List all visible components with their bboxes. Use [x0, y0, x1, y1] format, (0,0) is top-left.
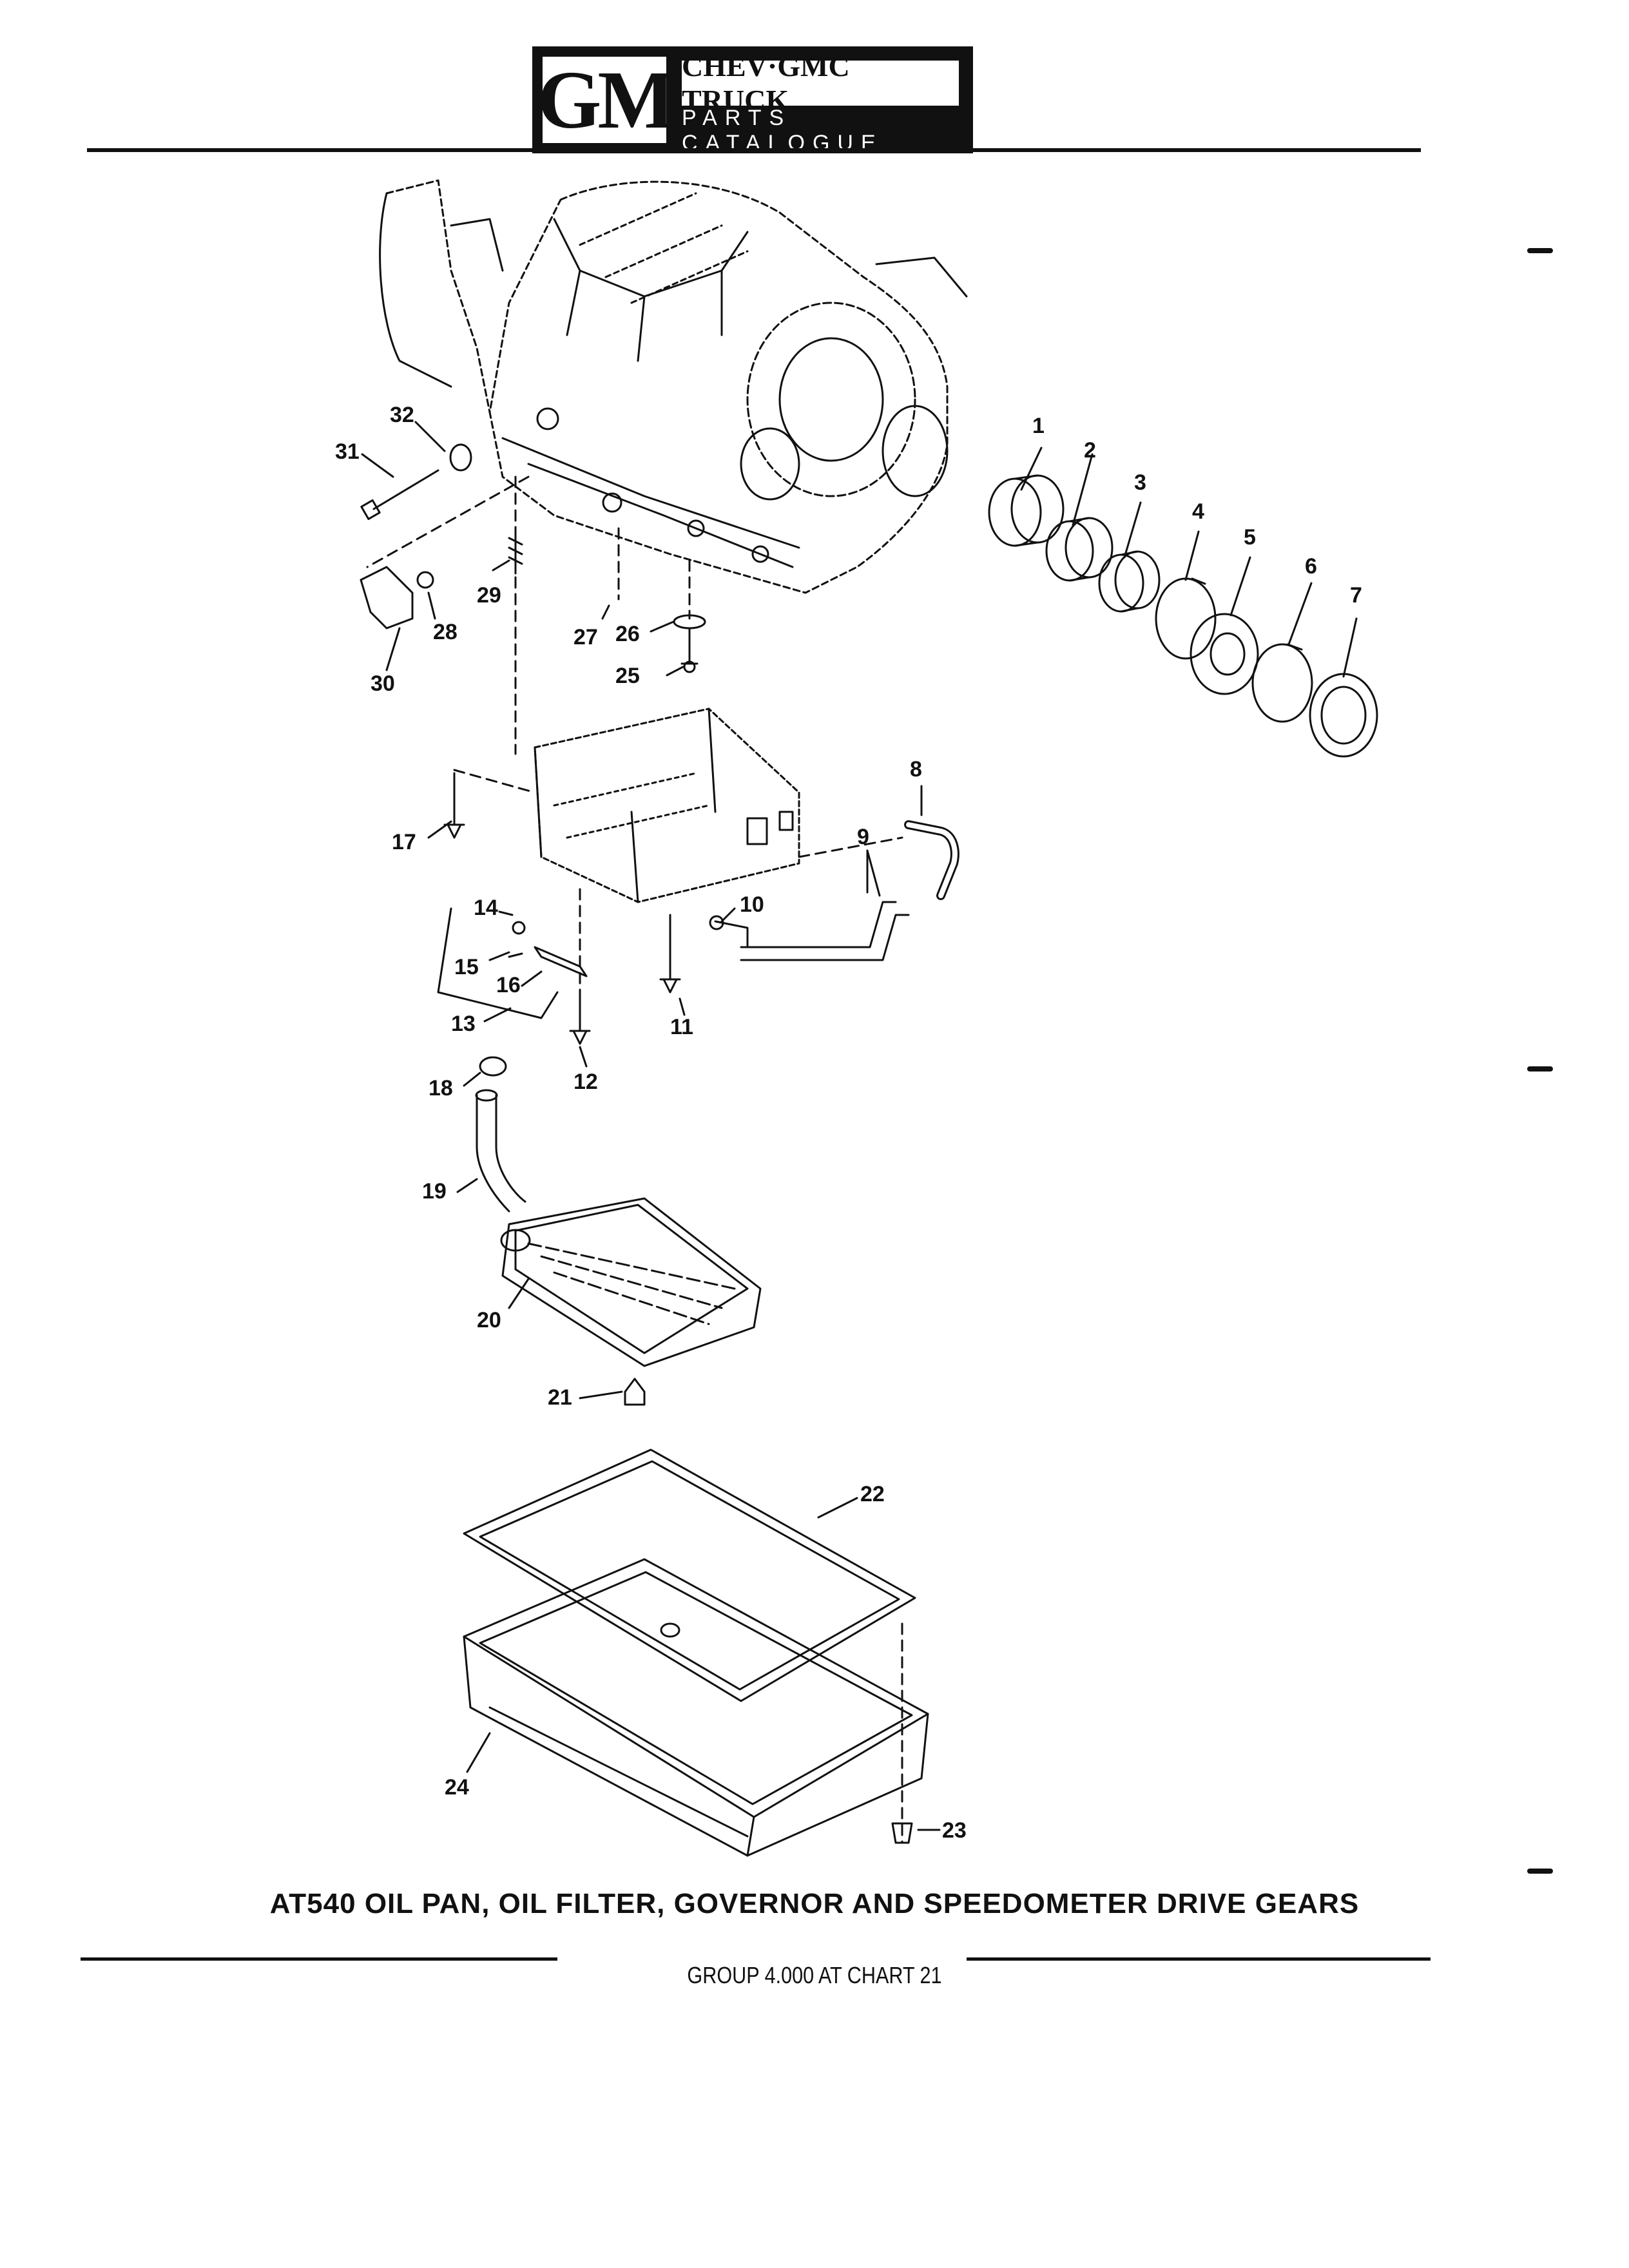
housing-fasteners: [360, 443, 706, 673]
callout-30: 30: [371, 671, 395, 696]
callout-21: 21: [548, 1385, 572, 1410]
callout-14: 14: [474, 896, 498, 920]
callout-29: 29: [477, 583, 501, 608]
gm-logo: GM: [537, 54, 675, 146]
oil-filter-illustration: [500, 1197, 762, 1367]
valve-body-illustration: [534, 707, 800, 903]
callout-2: 2: [1084, 438, 1096, 463]
callout-6: 6: [1305, 554, 1317, 579]
callout-10: 10: [740, 892, 764, 917]
oil-pan: [463, 1558, 929, 1857]
edge-mark-middle: [1527, 1066, 1553, 1072]
callout-25: 25: [615, 664, 640, 688]
edge-mark-bottom: [1527, 1869, 1553, 1874]
callout-26: 26: [615, 622, 640, 646]
callout-27: 27: [574, 625, 598, 649]
callout-leaders: [361, 421, 1358, 1831]
pan-bolt-23: [891, 1822, 913, 1844]
callout-24: 24: [445, 1775, 469, 1800]
callout-19: 19: [422, 1179, 447, 1204]
callout-17: 17: [392, 830, 416, 854]
transmission-housing-illustration: [379, 179, 968, 594]
callout-32: 32: [390, 403, 414, 427]
callout-3: 3: [1134, 470, 1146, 495]
figure-caption: AT540 OIL PAN, OIL FILTER, GOVERNOR AND …: [269, 1888, 1360, 1919]
callout-15: 15: [454, 955, 479, 979]
callout-31: 31: [335, 439, 360, 464]
footer-rule-right: [967, 1957, 1431, 1961]
drain-plug-21: [624, 1378, 646, 1406]
gm-logo-banner: GM CHEV·GMC TRUCK PARTS CATALOGUE: [532, 46, 973, 155]
header-rule: [87, 148, 1421, 152]
drive-gear-stack: [988, 474, 1378, 758]
callout-11: 11: [670, 1015, 693, 1039]
callout-23: 23: [942, 1818, 967, 1843]
callout-5: 5: [1244, 525, 1256, 550]
callout-7: 7: [1350, 583, 1362, 608]
callout-1: 1: [1032, 414, 1045, 438]
oil-pan-gasket: [463, 1448, 916, 1702]
callout-28: 28: [433, 620, 458, 644]
callout-8: 8: [910, 757, 922, 782]
assembly-leader-lines: [366, 476, 903, 1844]
filter-tube-parts: [475, 1056, 526, 1213]
valve-body-bolts: [443, 772, 681, 1045]
callout-13: 13: [451, 1012, 476, 1036]
callout-20: 20: [477, 1308, 501, 1332]
footer-group-chart: GROUP 4.000 AT CHART 21: [687, 1962, 942, 1988]
footer-rule-left: [81, 1957, 557, 1961]
callout-16: 16: [496, 973, 521, 997]
edge-mark-top: [1527, 248, 1553, 253]
callout-22: 22: [860, 1482, 885, 1506]
callout-9: 9: [857, 825, 869, 849]
callout-labels: 1 2 3 4 5 6 7 8 9 10 11 12 13 14 15 16 1…: [335, 403, 1362, 1843]
callout-18: 18: [429, 1076, 453, 1100]
oil-tubes: [709, 820, 959, 961]
callout-4: 4: [1192, 499, 1204, 524]
governor-parts: [437, 907, 588, 1019]
callout-12: 12: [574, 1070, 598, 1094]
